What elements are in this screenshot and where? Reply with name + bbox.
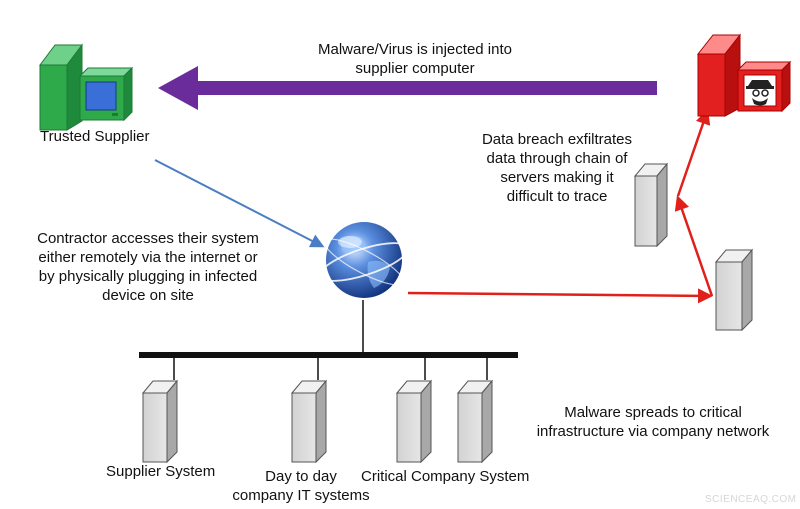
day-to-day-line1: Day to day <box>265 468 337 485</box>
contractor-label: Contractor accesses their system either … <box>14 229 282 305</box>
green-computer-icon <box>39 43 134 131</box>
breach-label: Data breach exfiltrates data through cha… <box>462 130 652 206</box>
red-hacker-computer-icon <box>696 33 792 117</box>
contractor-line1: Contractor accesses their system <box>37 230 259 247</box>
breach-line2: data through chain of <box>486 150 628 167</box>
blue-arrow <box>154 159 325 248</box>
contractor-line3: by physically plugging in infected <box>38 268 258 285</box>
server-tower-icon <box>633 162 669 248</box>
breach-line3: servers making it <box>500 169 614 186</box>
breach-line4: difficult to trace <box>506 188 608 205</box>
network-bus <box>139 300 518 380</box>
server-tower-icon <box>456 379 494 464</box>
contractor-line4: device on site <box>102 287 194 304</box>
malware-injected-label: Malware/Virus is injected into supplier … <box>300 40 530 78</box>
trusted-supplier-label: Trusted Supplier <box>40 128 150 145</box>
day-to-day-line2: company IT systems <box>232 487 370 504</box>
server-tower-icon <box>141 379 179 464</box>
server-tower-icon <box>714 248 754 332</box>
contractor-line2: either remotely via the internet or <box>38 249 258 266</box>
malware-injected-line1: Malware/Virus is injected into <box>318 41 512 58</box>
day-to-day-label: Day to day company IT systems <box>222 467 380 505</box>
malware-injected-line2: supplier computer <box>355 60 475 77</box>
supplier-system-label: Supplier System <box>106 463 216 480</box>
purple-arrow <box>158 66 657 110</box>
red-arrow-chain <box>407 109 714 304</box>
server-tower-icon <box>290 379 328 464</box>
server-tower-icon <box>395 379 433 464</box>
watermark: SCIENCEAQ.COM <box>705 494 797 505</box>
spread-label: Malware spreads to critical infrastructu… <box>518 403 788 441</box>
globe-icon <box>319 222 409 298</box>
critical-system-label: Critical Company System <box>361 468 530 485</box>
spread-line2: infrastructure via company network <box>536 423 770 440</box>
breach-line1: Data breach exfiltrates <box>481 131 633 148</box>
spread-line1: Malware spreads to critical <box>564 404 742 421</box>
